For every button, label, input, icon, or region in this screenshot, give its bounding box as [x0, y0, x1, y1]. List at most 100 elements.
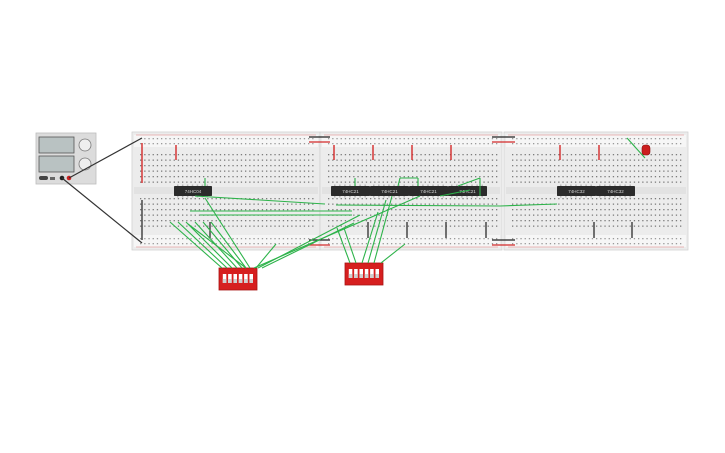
signal-wire [261, 222, 355, 269]
chip-label: 74HC04 [185, 189, 202, 194]
chip-pin [560, 196, 562, 198]
switch-body [344, 262, 384, 286]
dip-switch-2[interactable] [344, 262, 384, 286]
chip-pin [422, 196, 424, 198]
chip-pin [575, 196, 577, 198]
breadboard-1 [131, 131, 321, 251]
chip-pin [580, 196, 582, 198]
chip-pin [629, 196, 631, 198]
chip-pin [565, 184, 567, 186]
switch-toggle[interactable] [222, 274, 227, 283]
chip-pin [624, 196, 626, 198]
chip-pin [471, 184, 473, 186]
switch-toggle[interactable] [244, 274, 248, 283]
chip-pin [599, 184, 601, 186]
chip-pin [456, 184, 458, 186]
chip-pin [177, 196, 179, 198]
switch-toggle[interactable] [370, 269, 374, 278]
ic-chip-74hc21: 74HC21 [370, 184, 409, 198]
signal-wire [361, 211, 379, 264]
chip-pin [398, 184, 400, 186]
chip-label: 74HC32 [607, 189, 624, 194]
chip-pin [383, 196, 385, 198]
chip-pin [191, 196, 194, 198]
chip-pin [585, 184, 587, 186]
chip-label: 74HC21 [381, 189, 398, 194]
chip-pin [177, 184, 179, 186]
chip-pin [481, 196, 483, 198]
chip-pin [609, 196, 611, 198]
chip-pin [181, 184, 184, 186]
chip-pin [349, 196, 351, 198]
ic-chip-74hc21: 74HC21 [331, 184, 370, 198]
switch-toggle[interactable] [228, 274, 232, 283]
chip-pin [412, 196, 414, 198]
chip-body [409, 186, 448, 196]
ic-chip-74hc21: 74HC21 [409, 184, 448, 198]
chip-pin [476, 184, 478, 186]
chip-pin [334, 184, 336, 186]
signal-wire [335, 204, 501, 207]
current-knob[interactable] [78, 157, 92, 171]
signal-wire [185, 221, 233, 269]
chip-pin [339, 184, 341, 186]
chip-pin [344, 196, 346, 198]
signal-wire [397, 177, 401, 187]
chip-body [370, 186, 409, 196]
switch-toggle[interactable] [249, 274, 253, 283]
switch-toggle[interactable] [364, 269, 369, 278]
chip-pin [614, 184, 616, 186]
switch-toggle[interactable] [359, 269, 363, 278]
chip-body [596, 186, 635, 196]
signal-wire [169, 221, 223, 269]
chip-pin [432, 196, 434, 198]
chip-pin [373, 184, 375, 186]
chip-pin [432, 184, 434, 186]
switch-toggle[interactable] [233, 274, 237, 283]
power-rail [506, 135, 686, 147]
chip-pin [403, 184, 405, 186]
chip-pin [364, 196, 366, 198]
chip-pin [354, 196, 356, 198]
chip-pin [590, 184, 592, 186]
chip-pin [565, 196, 567, 198]
chip-body [557, 186, 596, 196]
dip-switch-1[interactable] [218, 267, 258, 291]
chip-pin [437, 196, 439, 198]
chip-label: 74HC32 [568, 189, 585, 194]
chip-pin [334, 196, 336, 198]
chip-label: 74HC21 [342, 189, 359, 194]
signal-wire [336, 227, 351, 264]
chip-body [174, 186, 212, 196]
signal-wire [439, 189, 471, 197]
signal-wire [177, 221, 228, 269]
power-supply[interactable] [35, 132, 97, 185]
switch-toggle[interactable] [354, 269, 358, 278]
signal-wire [255, 243, 277, 269]
power-rail [134, 135, 318, 147]
psu-positive-lead [68, 137, 143, 179]
chip-pin [388, 184, 390, 186]
voltage-knob[interactable] [78, 138, 92, 152]
signal-wire [380, 243, 406, 264]
chip-pin [378, 184, 380, 186]
switch-toggle[interactable] [238, 274, 243, 283]
signal-wire [187, 223, 247, 269]
voltage-display [38, 136, 75, 154]
power-switch[interactable] [39, 176, 48, 180]
chip-pin [590, 196, 592, 198]
chip-pin [422, 184, 424, 186]
chip-pin [619, 184, 621, 186]
signal-wire [204, 197, 251, 269]
chip-pin [437, 184, 439, 186]
psu-negative-lead [61, 177, 143, 244]
output-led [641, 144, 651, 156]
switch-toggle[interactable] [375, 269, 379, 278]
signal-wire [457, 177, 481, 187]
chip-pin [427, 184, 429, 186]
chip-pin [344, 184, 346, 186]
switch-toggle[interactable] [348, 269, 353, 278]
jumper-wires [61, 136, 646, 269]
